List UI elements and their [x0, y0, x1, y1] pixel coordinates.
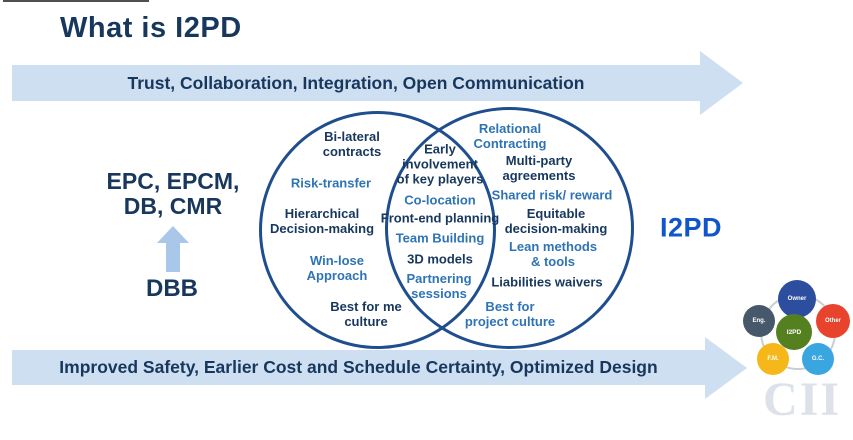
venn-item-relational-contracting: Relational Contracting [473, 121, 547, 151]
venn-item-equitable-decision-making: Equitable decision-making [504, 206, 608, 236]
venn-item-best-for-me-culture: Best for me culture [330, 299, 402, 329]
venn-item-partnering-sessions: Partnering sessions [406, 271, 472, 301]
venn-item-early-involvement: Early involvement of key players [396, 141, 484, 187]
venn-item-hierarchical-decision-making: Hierarchical Decision-making [269, 206, 375, 236]
logo-node-owner-label: Owner [787, 296, 807, 302]
top-banner-arrow [12, 65, 700, 101]
page-title: What is I2PD [60, 12, 242, 44]
logo-node-eng-label: Eng. [752, 318, 766, 324]
logo-center-label: I2PD [786, 328, 802, 336]
venn-item-win-lose-approach: Win-lose Approach [306, 253, 368, 283]
logo-node-gc: G.C. [802, 343, 834, 375]
cii-logo: CII [763, 373, 842, 426]
bottom-banner-text: Improved Safety, Earlier Cost and Schedu… [59, 357, 658, 377]
top-banner-arrowhead-icon [700, 51, 743, 115]
top-edge-line [3, 0, 149, 2]
top-banner-text: Trust, Collaboration, Integration, Open … [127, 73, 585, 93]
venn-item-risk-transfer: Risk-transfer [290, 175, 372, 191]
logo-node-gc-label: G.C. [811, 356, 825, 362]
venn-item-lean-methods-tools: Lean methods & tools [508, 239, 598, 269]
venn-item-front-end-planning: Front-end planning [380, 210, 500, 226]
venn-item-multi-party-agreements: Multi-party agreements [502, 153, 576, 183]
venn-item-liabilities-waivers: Liabilities waivers [491, 274, 603, 290]
bottom-banner-arrow [12, 350, 705, 385]
bottom-banner-arrowhead-icon [705, 337, 747, 399]
dbb-label: DBB [146, 275, 198, 302]
logo-node-eng: Eng. [743, 305, 775, 337]
venn-item-co-location: Co-location [404, 192, 476, 208]
venn-item-bilateral-contracts: Bi-lateral contracts [322, 129, 382, 159]
up-arrow-shaft [166, 243, 180, 272]
venn-item-shared-risk-reward: Shared risk/ reward [491, 187, 613, 203]
logo-center-circle: I2PD [776, 314, 812, 350]
logo-node-other: Other [816, 304, 850, 338]
logo-node-fm-label: F.M. [767, 356, 779, 362]
logo-node-fm: F.M. [757, 343, 789, 375]
logo-node-owner: Owner [778, 280, 816, 318]
delivery-methods-label: EPC, EPCM, DB, CMR [106, 168, 240, 219]
venn-right-circle [385, 107, 634, 349]
venn-item-3d-models: 3D models [407, 251, 473, 267]
up-arrow-icon [157, 226, 189, 243]
venn-item-team-building: Team Building [395, 230, 485, 246]
venn-item-best-for-project-culture: Best for project culture [464, 299, 556, 329]
logo-node-other-label: Other [824, 318, 841, 324]
i2pd-label: I2PD [659, 212, 723, 243]
